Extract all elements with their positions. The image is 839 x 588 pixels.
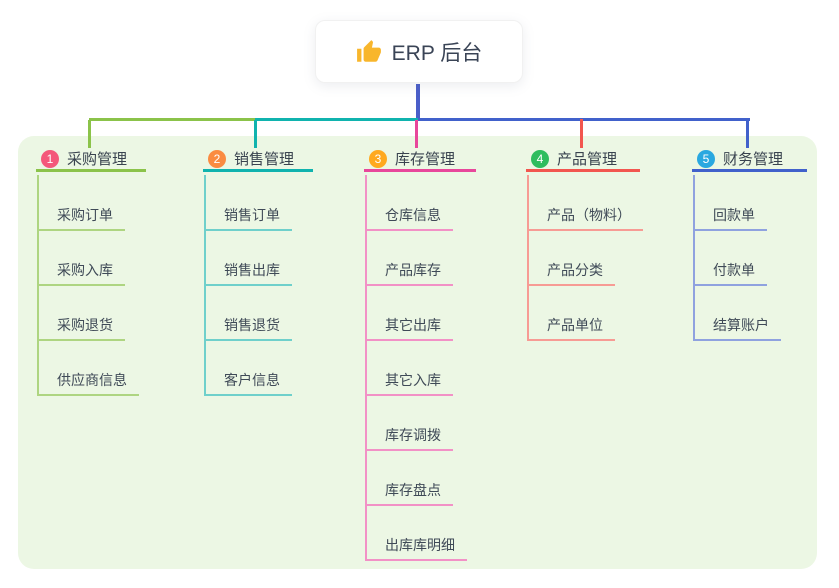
drop-connector-finance [746,119,749,148]
leaf-node[interactable]: 回款单 [693,205,767,231]
branch-trunk-line [365,175,367,561]
leaf-node[interactable]: 供应商信息 [37,370,139,396]
branch-node-sales[interactable]: 2 销售管理 [203,149,313,172]
thumbs-up-icon [356,39,382,65]
branch-number-badge: 1 [41,149,59,168]
branch-number-badge: 2 [208,149,226,168]
leaf-node[interactable]: 采购入库 [37,260,125,286]
branch-number-badge: 5 [697,149,715,168]
leaf-node[interactable]: 采购退货 [37,315,125,341]
leaf-node[interactable]: 出库库明细 [365,535,467,561]
leaf-node[interactable]: 采购订单 [37,205,125,231]
leaf-node[interactable]: 产品（物料） [527,205,643,231]
root-label: ERP 后台 [391,41,483,65]
leaf-node[interactable]: 结算账户 [693,315,781,341]
drop-connector-inventory [415,120,418,148]
branch-label: 采购管理 [67,151,128,168]
root-node[interactable]: ERP 后台 [315,20,523,83]
branch-label: 销售管理 [234,151,295,168]
leaf-node[interactable]: 其它入库 [365,370,453,396]
branch-purchase: 1 采购管理 采购订单 采购入库 采购退货 供应商信息 [36,149,146,396]
branch-label: 库存管理 [395,151,456,168]
branch-node-product[interactable]: 4 产品管理 [526,149,640,172]
leaf-node[interactable]: 其它出库 [365,315,453,341]
drop-connector-purchase [88,120,91,148]
leaf-node[interactable]: 销售退货 [204,315,292,341]
branches-panel [18,136,817,569]
leaf-node[interactable]: 库存调拨 [365,425,453,451]
branch-finance: 5 财务管理 回款单 付款单 结算账户 [692,149,807,341]
leaf-node[interactable]: 仓库信息 [365,205,453,231]
branch-node-inventory[interactable]: 3 库存管理 [364,149,476,172]
leaf-node[interactable]: 库存盘点 [365,480,453,506]
leaf-node[interactable]: 销售出库 [204,260,292,286]
branch-number-badge: 3 [369,149,387,168]
leaf-node[interactable]: 客户信息 [204,370,292,396]
leaf-node[interactable]: 产品单位 [527,315,615,341]
bus-connector-sales [255,118,418,121]
bus-connector-finance [418,118,750,121]
branch-sales: 2 销售管理 销售订单 销售出库 销售退货 客户信息 [203,149,313,396]
drop-connector-sales [254,120,257,148]
branch-trunk-line [527,175,529,341]
leaf-node[interactable]: 付款单 [693,260,767,286]
bus-connector-purchase [89,118,257,121]
drop-connector-product [580,119,583,148]
leaf-node[interactable]: 产品分类 [527,260,615,286]
leaf-node[interactable]: 产品库存 [365,260,453,286]
branch-label: 财务管理 [723,151,784,168]
root-stem-connector [416,84,420,121]
leaf-node[interactable]: 销售订单 [204,205,292,231]
branch-node-purchase[interactable]: 1 采购管理 [36,149,146,172]
branch-label: 产品管理 [557,151,618,168]
branch-inventory: 3 库存管理 仓库信息 产品库存 其它出库 其它入库 库存调拨 库存盘点 出库库… [364,149,476,561]
branch-product: 4 产品管理 产品（物料） 产品分类 产品单位 [526,149,643,341]
branch-node-finance[interactable]: 5 财务管理 [692,149,807,172]
branch-trunk-line [693,175,695,341]
branch-number-badge: 4 [531,149,549,168]
